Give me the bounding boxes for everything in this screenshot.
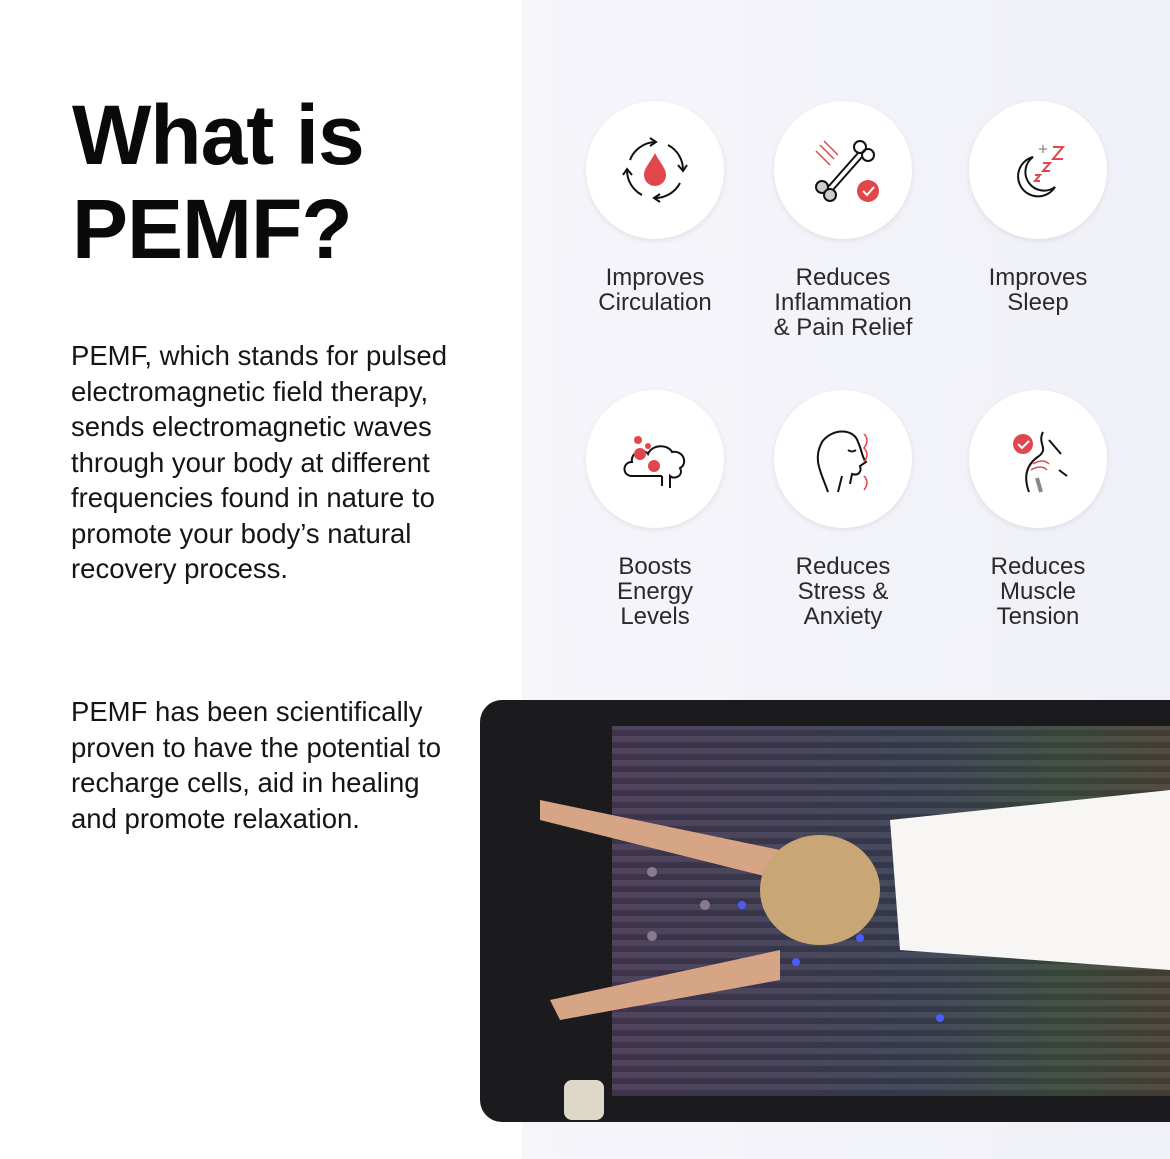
shoulder-muscle-icon	[1013, 431, 1068, 493]
stress-icon-circle	[774, 390, 912, 528]
circulation-icon-circle	[586, 101, 724, 239]
energy-icon-circle	[586, 390, 724, 528]
title-line-1: What is	[72, 88, 365, 182]
pemf-mat-photo	[480, 700, 1170, 1122]
title-line-2: PEMF?	[72, 182, 353, 276]
calm-face-icon	[816, 430, 868, 493]
muscle-icon-circle	[969, 390, 1107, 528]
benefit-paragraph: PEMF has been scientifically proven to h…	[71, 696, 441, 834]
sleep-icon-circle	[969, 101, 1107, 239]
inflammation-icon-circle	[774, 101, 912, 239]
intro-paragraph: PEMF, which stands for pulsed electromag…	[71, 340, 448, 584]
bone-check-icon	[815, 140, 879, 202]
brain-energy-icon	[623, 436, 686, 488]
moon-sleep-icon	[1017, 145, 1066, 198]
blood-drop-cycle-icon	[622, 137, 688, 203]
